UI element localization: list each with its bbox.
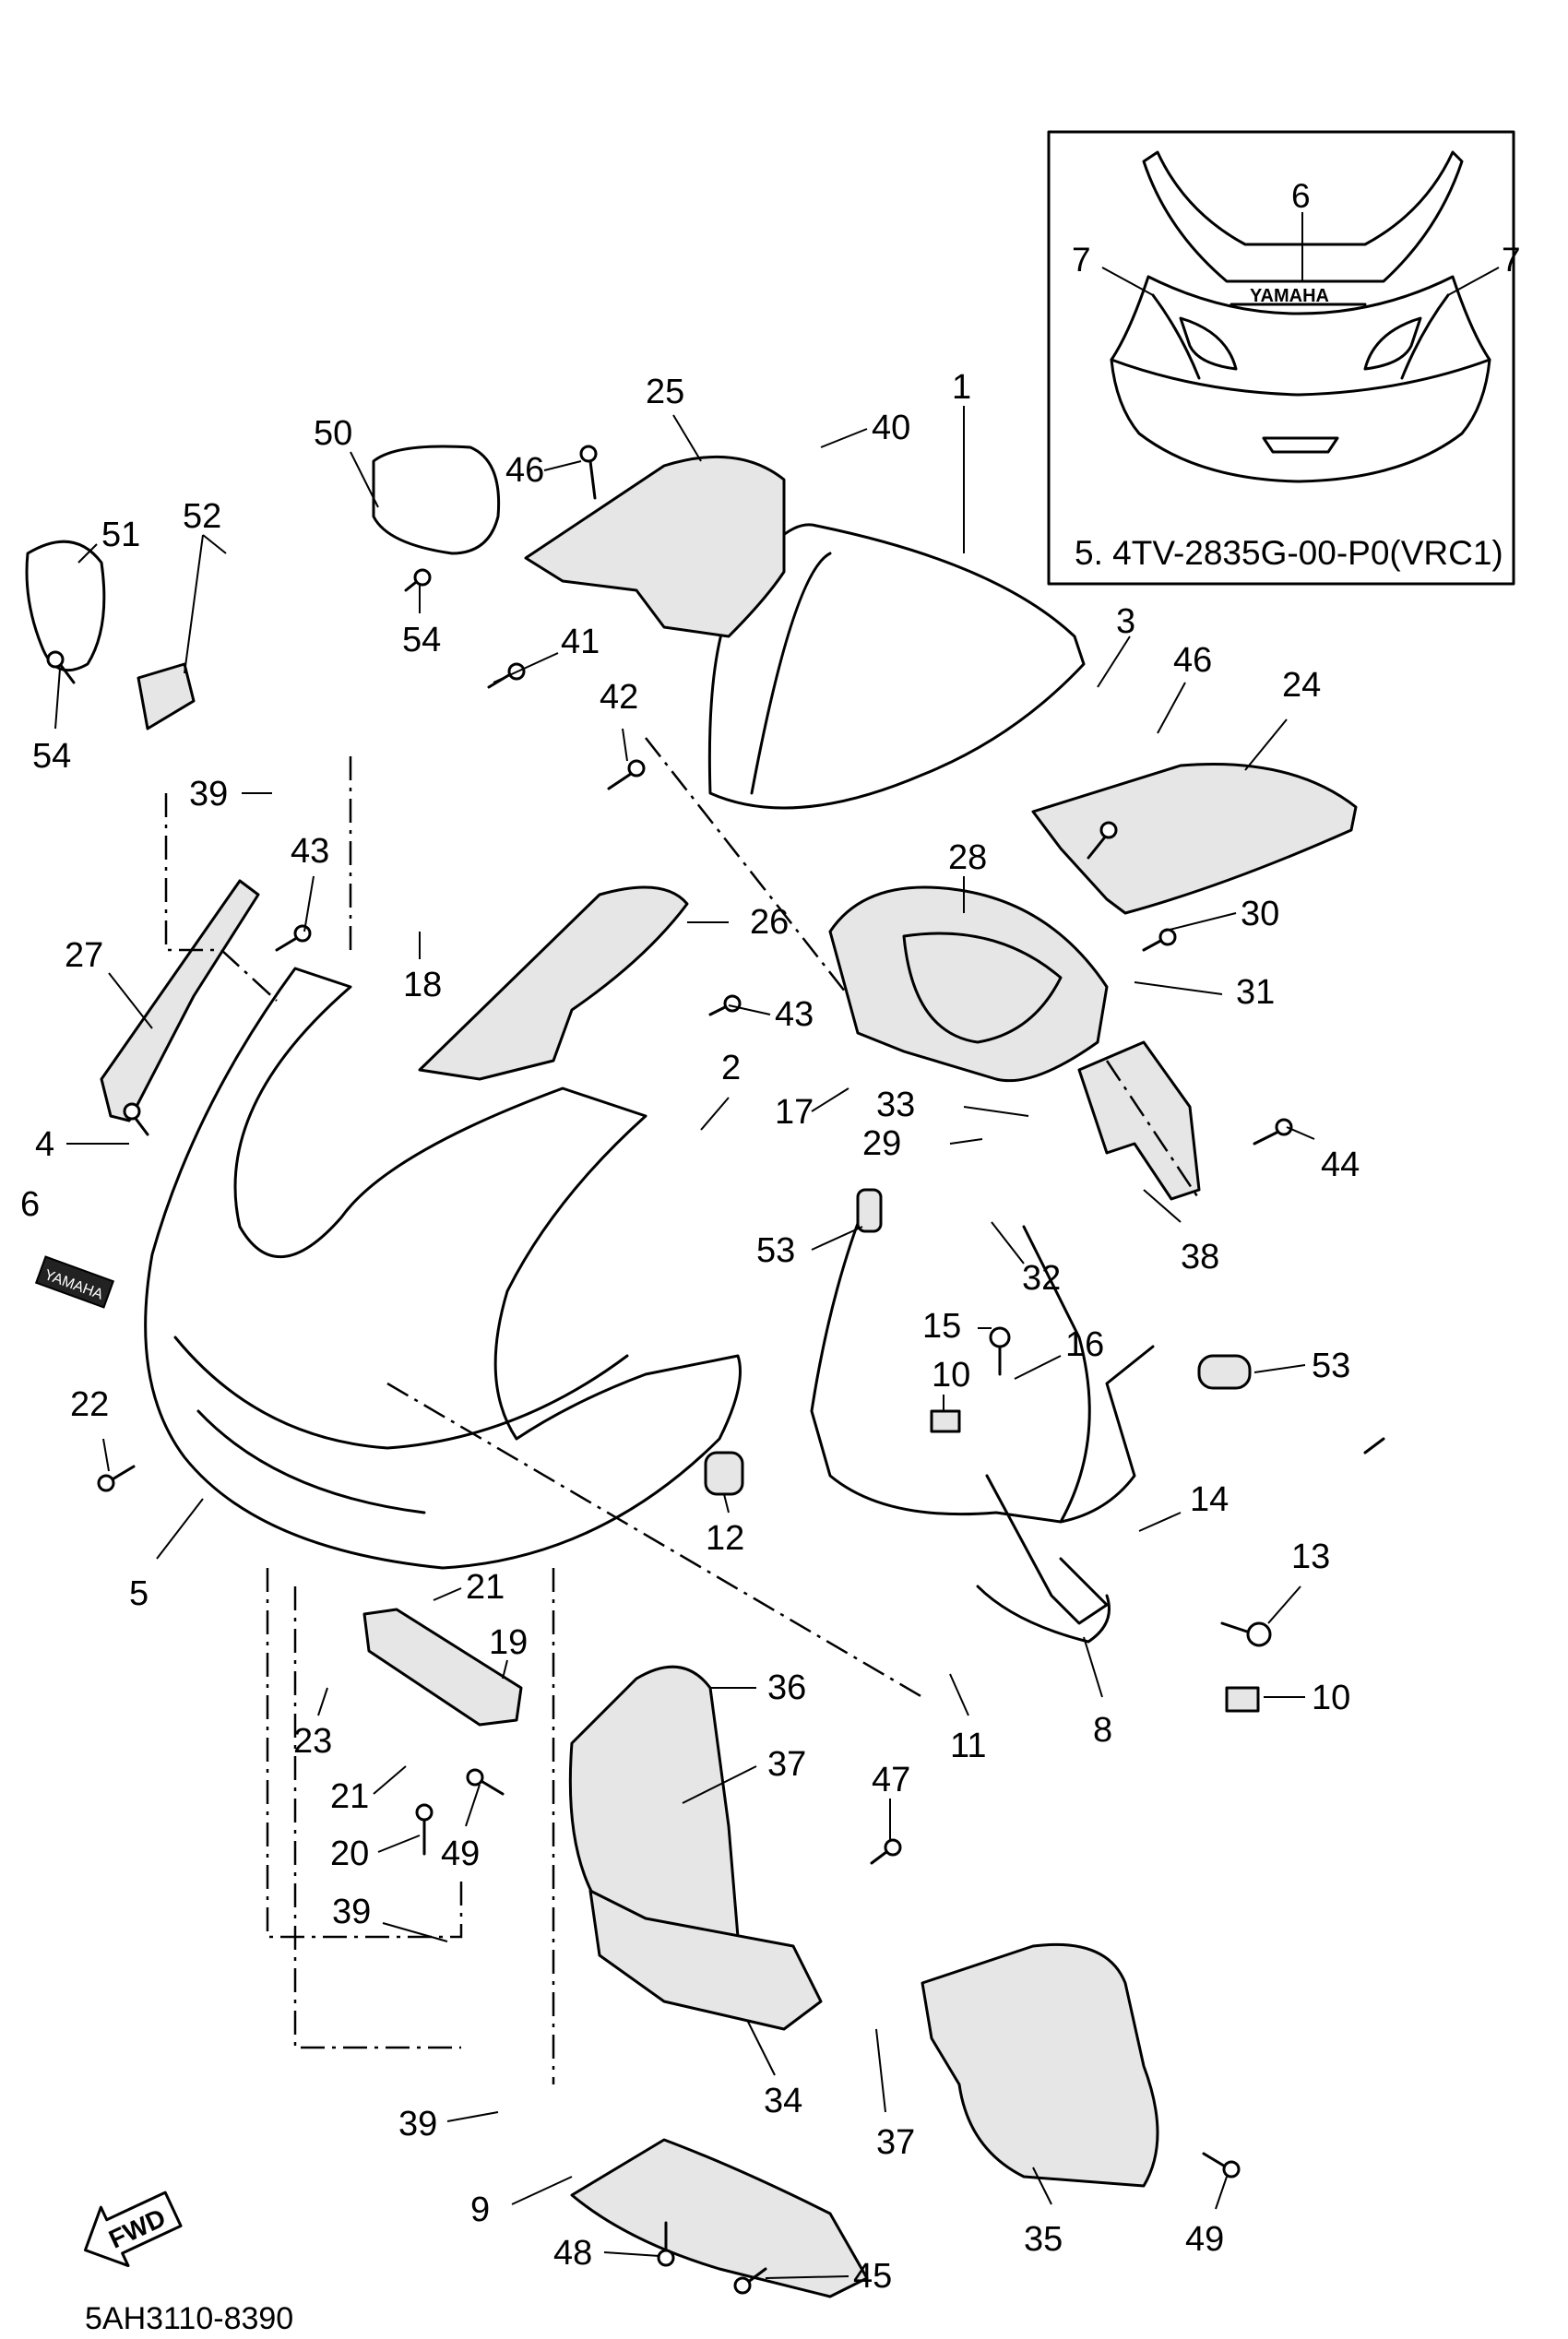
- part-8-cowling-stay: [810, 1197, 1155, 1625]
- callout-8: 8: [1093, 1711, 1112, 1750]
- callout-21a: 21: [466, 1568, 505, 1607]
- callout-54b: 54: [32, 737, 71, 776]
- callout-44: 44: [1321, 1146, 1360, 1184]
- part-52-mirror-gasket: [137, 662, 196, 730]
- callout-25: 25: [646, 373, 684, 411]
- part-34-lower-duct: [588, 1889, 823, 2031]
- callout-10b: 10: [1312, 1679, 1350, 1717]
- inset-callout-7-left: 7: [1072, 241, 1091, 279]
- part-51-mirror: [25, 540, 106, 672]
- fwd-arrow-icon: FWD: [83, 2191, 183, 2268]
- callout-5: 5: [129, 1574, 148, 1613]
- callout-35: 35: [1024, 2220, 1063, 2259]
- callout-50: 50: [314, 414, 352, 453]
- assembly-lines: [164, 737, 1201, 2084]
- callout-10a: 10: [932, 1356, 970, 1395]
- part-10-damper-2: [1225, 1686, 1260, 1713]
- callout-42: 42: [600, 678, 638, 717]
- callout-19: 19: [489, 1623, 528, 1662]
- callout-54a: 54: [402, 621, 441, 659]
- part-25-side-cover: [524, 455, 786, 638]
- part-19-vent-panel: [362, 1608, 523, 1727]
- callout-53b: 53: [1312, 1347, 1350, 1385]
- callout-37b: 37: [876, 2123, 915, 2162]
- part-5-main-cowling: [144, 967, 742, 1570]
- callout-43b: 43: [775, 995, 814, 1034]
- callout-33: 33: [876, 1086, 915, 1124]
- callout-41: 41: [561, 623, 600, 661]
- callout-29: 29: [862, 1124, 901, 1163]
- callout-22: 22: [70, 1385, 109, 1424]
- part-26-inner-panel: [418, 885, 689, 1081]
- callout-45: 45: [853, 2257, 892, 2296]
- callouts: 1 2 3 4 5 6 8 9 10 10 11 12 13 14 15 16 …: [20, 368, 1360, 2296]
- inset-emblem-text: YAMAHA: [1250, 286, 1329, 306]
- callout-20: 20: [330, 1834, 369, 1873]
- callout-24: 24: [1282, 666, 1321, 705]
- callout-32: 32: [1022, 1259, 1061, 1298]
- callout-47: 47: [872, 1761, 910, 1799]
- callout-34: 34: [764, 2082, 802, 2120]
- callout-36: 36: [767, 1668, 806, 1707]
- callout-39a: 39: [189, 775, 228, 813]
- callout-43a: 43: [291, 832, 329, 871]
- callout-23: 23: [293, 1722, 332, 1761]
- callout-39b: 39: [332, 1893, 371, 1931]
- callout-31: 31: [1236, 973, 1275, 1012]
- part-10-damper: [930, 1409, 961, 1433]
- callout-4: 4: [35, 1125, 54, 1164]
- part-35-duct-cover: [921, 1942, 1159, 2188]
- part-50-mirror: [372, 445, 501, 555]
- callout-49a: 49: [441, 1834, 480, 1873]
- callout-40: 40: [872, 409, 910, 447]
- callout-26: 26: [750, 903, 789, 942]
- callout-1: 1: [952, 368, 971, 407]
- drawing-number: 5AH3110-8390: [85, 2301, 293, 2336]
- part-38-bracket: [1077, 1040, 1201, 1201]
- callout-27: 27: [65, 936, 103, 975]
- callout-11: 11: [950, 1727, 986, 1765]
- callout-53a: 53: [756, 1231, 795, 1270]
- callout-21b: 21: [330, 1777, 369, 1816]
- callout-46b: 46: [1173, 641, 1212, 680]
- callout-14: 14: [1190, 1480, 1229, 1519]
- callout-16: 16: [1065, 1325, 1104, 1364]
- callout-2: 2: [721, 1049, 741, 1087]
- callout-28: 28: [948, 838, 987, 877]
- callout-3: 3: [1116, 602, 1135, 641]
- part-53-rubber-right: [1197, 1354, 1252, 1390]
- inset-caption: 5. 4TV-2835G-00-P0(VRC1): [1075, 534, 1503, 572]
- callout-38: 38: [1181, 1238, 1219, 1276]
- inset-callout-6: 6: [1291, 177, 1311, 215]
- callout-52: 52: [183, 497, 221, 536]
- callout-51: 51: [101, 516, 140, 554]
- part-27-side-bracket: [100, 879, 260, 1122]
- callout-37a: 37: [767, 1745, 806, 1784]
- callout-48: 48: [553, 2234, 592, 2273]
- callout-46a: 46: [505, 451, 544, 490]
- callout-9: 9: [470, 2191, 490, 2229]
- callout-17: 17: [775, 1093, 814, 1132]
- callout-12: 12: [706, 1519, 744, 1558]
- part-12-grommet: [704, 1451, 744, 1496]
- callout-18: 18: [403, 966, 442, 1004]
- callout-49b: 49: [1185, 2220, 1224, 2259]
- callout-30: 30: [1241, 895, 1279, 933]
- part-6-emblem: YAMAHA: [34, 1255, 115, 1309]
- part-28-headlight: [828, 885, 1109, 1083]
- callout-13: 13: [1291, 1538, 1330, 1576]
- inset-callout-7-right: 7: [1502, 241, 1521, 279]
- callout-6: 6: [20, 1185, 40, 1224]
- bolts-and-fasteners: [46, 445, 1385, 2295]
- part-53-rubber-left: [856, 1188, 883, 1233]
- inset-panel: YAMAHA 6 7 7 5. 4TV-2835G-00-P0(VRC1): [1047, 130, 1521, 586]
- callout-15: 15: [922, 1307, 961, 1346]
- part-24-side-cover: [1031, 762, 1358, 915]
- callout-39c: 39: [398, 2105, 437, 2143]
- part-9-under-cover: [570, 2138, 869, 2298]
